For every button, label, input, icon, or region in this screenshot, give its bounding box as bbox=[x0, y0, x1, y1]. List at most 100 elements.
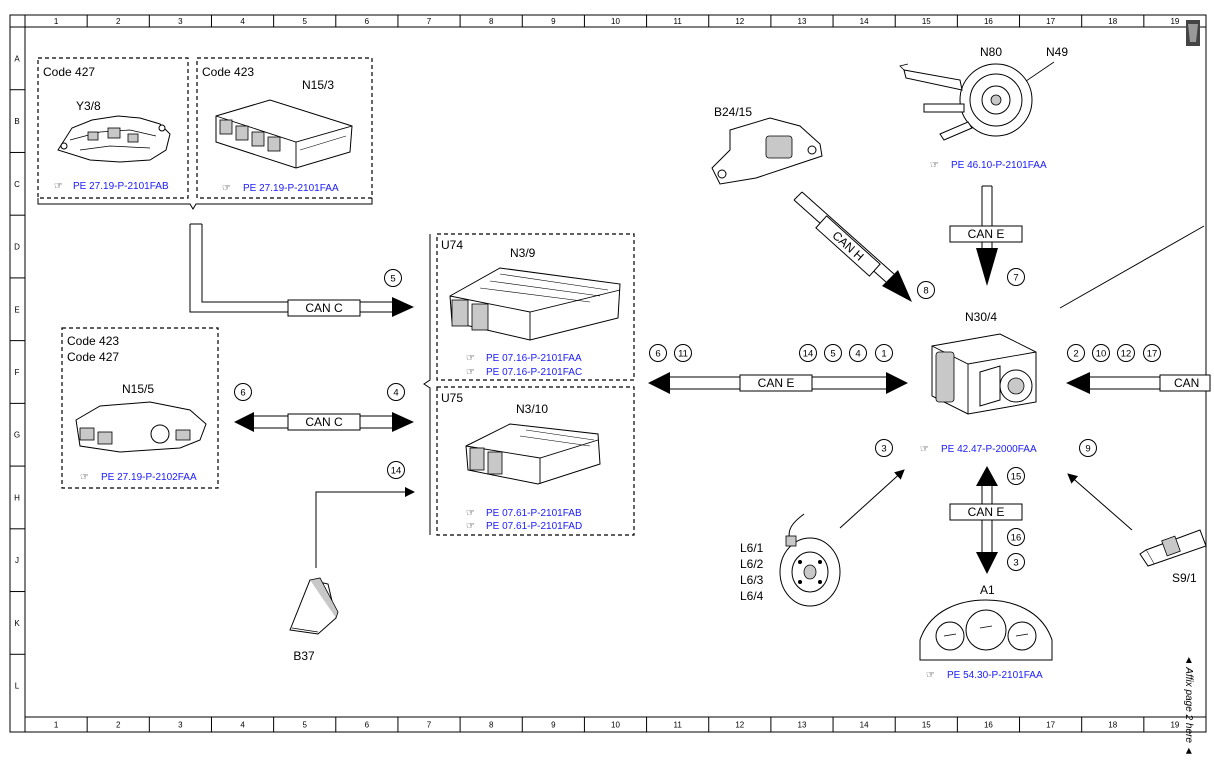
row-letter: L bbox=[15, 682, 20, 691]
svg-text:6: 6 bbox=[240, 388, 245, 399]
svg-text:11: 11 bbox=[678, 349, 688, 360]
column-number: 4 bbox=[240, 721, 245, 730]
a1-instrument-cluster-icon bbox=[919, 599, 1053, 661]
column-number: 3 bbox=[178, 721, 183, 730]
svg-text:7: 7 bbox=[1013, 273, 1018, 284]
signal-5: 5 bbox=[384, 269, 402, 287]
n15-3-label: N15/3 bbox=[302, 78, 334, 92]
svg-text:☞: ☞ bbox=[920, 444, 929, 455]
svg-text:4: 4 bbox=[393, 388, 398, 399]
row-letter: E bbox=[14, 305, 19, 314]
row-letter: D bbox=[14, 243, 20, 252]
n15-3-reference-link[interactable]: PE 27.19-P-2101FAA bbox=[243, 183, 339, 194]
u74-label: U74 bbox=[441, 238, 463, 252]
svg-text:☞: ☞ bbox=[54, 181, 63, 192]
a1-reference-link[interactable]: PE 54.30-P-2101FAA bbox=[947, 670, 1043, 681]
column-number: 17 bbox=[1046, 17, 1055, 26]
l6-3-label: L6/3 bbox=[740, 573, 764, 587]
column-number: 14 bbox=[860, 17, 869, 26]
can-right-label: CAN bbox=[1174, 376, 1199, 390]
l6-2-label: L6/2 bbox=[740, 557, 764, 571]
y3-8-transmission-valve-icon bbox=[57, 115, 171, 163]
can-e-top-connection: CAN E bbox=[949, 185, 1023, 286]
s9-1-label: S9/1 bbox=[1172, 571, 1197, 585]
column-number: 16 bbox=[984, 721, 993, 730]
a1-group: A1 ☞ PE 54.30-P-2101FAA bbox=[919, 583, 1053, 681]
n30-4-group: N30/4 ☞ PE 42.47-P-2000FAA bbox=[920, 225, 1205, 455]
svg-text:☞: ☞ bbox=[80, 472, 89, 483]
svg-text:14: 14 bbox=[803, 349, 814, 360]
n3-10-ecu-icon bbox=[465, 423, 601, 485]
column-number: 6 bbox=[365, 721, 370, 730]
column-number: 17 bbox=[1046, 721, 1055, 730]
n3-9-reference-link-2[interactable]: PE 07.16-P-2101FAC bbox=[486, 367, 582, 378]
svg-text:2: 2 bbox=[1073, 349, 1078, 360]
column-number: 4 bbox=[240, 17, 245, 26]
signal-7: 7 bbox=[1007, 268, 1025, 286]
column-number: 5 bbox=[302, 17, 307, 26]
svg-text:☞: ☞ bbox=[466, 521, 475, 532]
y3-8-reference-link[interactable]: PE 27.19-P-2101FAB bbox=[73, 181, 169, 192]
column-number: 11 bbox=[674, 17, 683, 26]
column-number: 5 bbox=[302, 721, 307, 730]
code-427-group: Code 427 Y3/8 ☞ PE 27.19-P-2101FAB bbox=[37, 57, 189, 199]
row-letter: F bbox=[15, 368, 20, 377]
column-number: 2 bbox=[116, 721, 121, 730]
can-c-top-connection: CAN C bbox=[189, 223, 414, 317]
column-number: 3 bbox=[178, 17, 183, 26]
column-number: 7 bbox=[427, 17, 432, 26]
svg-text:☞: ☞ bbox=[466, 367, 475, 378]
svg-text:9: 9 bbox=[1085, 444, 1090, 455]
b24-15-label: B24/15 bbox=[714, 105, 752, 119]
column-number: 9 bbox=[551, 721, 556, 730]
u75-label: U75 bbox=[441, 391, 463, 405]
row-letter: C bbox=[14, 180, 20, 189]
column-number: 14 bbox=[860, 721, 869, 730]
row-letter: H bbox=[14, 493, 20, 502]
can-e-bottom-connection: CAN E bbox=[949, 466, 1023, 574]
a1-label: A1 bbox=[980, 583, 995, 597]
n80-n49-group: N80 N49 ☞ PE 46.10-P-2101FAA CAN E bbox=[899, 45, 1068, 286]
svg-text:4: 4 bbox=[855, 349, 860, 360]
column-number: 16 bbox=[984, 17, 993, 26]
n80-steering-column-module-icon bbox=[899, 63, 1033, 141]
l6-wheel-speed-sensor-icon bbox=[779, 513, 841, 607]
signal-3-l6: 3 bbox=[875, 439, 893, 457]
svg-text:☞: ☞ bbox=[926, 670, 935, 681]
affix-page-note: ◄ Affix page 2 here ◄ bbox=[1183, 655, 1194, 756]
l6-1-label: L6/1 bbox=[740, 541, 764, 555]
column-number: 15 bbox=[922, 17, 931, 26]
b37-label: B37 bbox=[293, 649, 315, 663]
column-number: 2 bbox=[116, 17, 121, 26]
n30-4-reference-link[interactable]: PE 42.47-P-2000FAA bbox=[941, 444, 1037, 455]
signal-3-a1: 3 bbox=[1007, 553, 1025, 571]
svg-text:☞: ☞ bbox=[930, 160, 939, 171]
column-number: 11 bbox=[674, 721, 683, 730]
s9-1-stop-lamp-switch-icon bbox=[1139, 529, 1207, 567]
column-number: 18 bbox=[1108, 17, 1117, 26]
n49-reference-link[interactable]: PE 46.10-P-2101FAA bbox=[951, 160, 1047, 171]
svg-text:16: 16 bbox=[1011, 533, 1022, 544]
svg-text:12: 12 bbox=[1121, 349, 1132, 360]
n3-10-reference-link-2[interactable]: PE 07.61-P-2101FAD bbox=[486, 521, 582, 532]
signal-16: 16 bbox=[1007, 528, 1025, 546]
n3-10-reference-link-1[interactable]: PE 07.61-P-2101FAB bbox=[486, 508, 582, 519]
can-e-top-label: CAN E bbox=[968, 227, 1005, 241]
signal-markers: 5 6 4 14 6 11 14 5 4 1 8 7 2 10 12 17 3 … bbox=[234, 268, 1161, 571]
column-number: 19 bbox=[1170, 17, 1179, 26]
can-c-middle-connection: CAN C bbox=[234, 412, 414, 432]
l6-4-label: L6/4 bbox=[740, 589, 764, 603]
can-c-top-label: CAN C bbox=[305, 301, 343, 315]
n3-9-reference-link-1[interactable]: PE 07.16-P-2101FAA bbox=[486, 353, 582, 364]
svg-text:☞: ☞ bbox=[222, 183, 231, 194]
column-number: 15 bbox=[922, 721, 931, 730]
n15-5-reference-link[interactable]: PE 27.19-P-2102FAA bbox=[101, 472, 197, 483]
signal-12: 12 bbox=[1117, 344, 1135, 362]
code-423-label: Code 423 bbox=[202, 65, 254, 79]
signal-6-center: 6 bbox=[649, 344, 667, 362]
column-number: 1 bbox=[54, 721, 59, 730]
code-423-427-group: Code 423 Code 427 N15/5 ☞ PE 27.19-P-210… bbox=[61, 327, 219, 489]
